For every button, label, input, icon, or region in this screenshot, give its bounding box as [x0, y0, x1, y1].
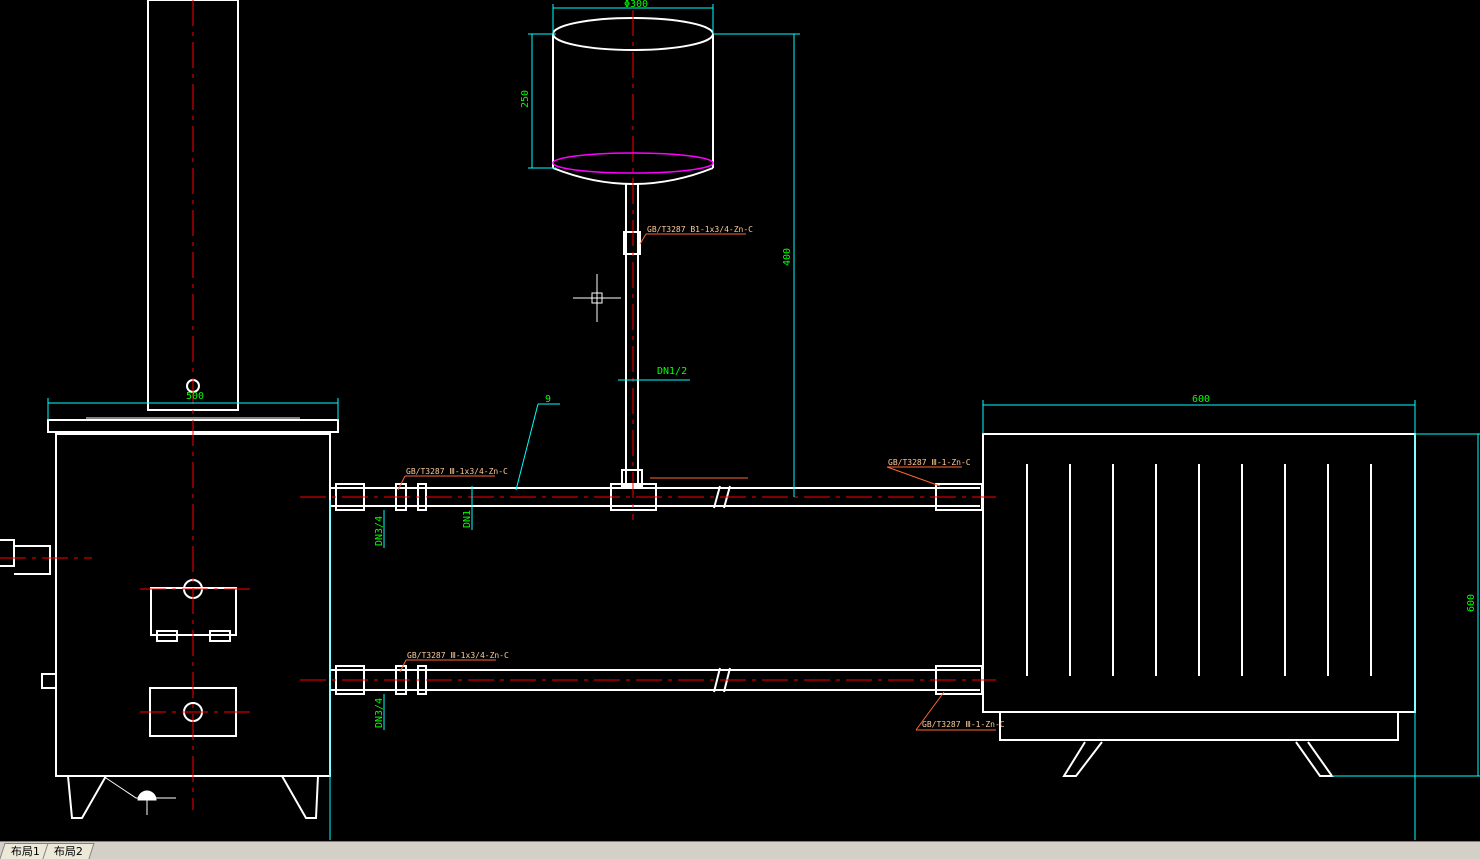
- item-nine-label: 9: [545, 394, 551, 405]
- return-right-fitting-label: GB/T3287 Ⅲ-1-Zn-C: [922, 720, 1005, 729]
- layout-tab-bar: 布局1 布局2: [0, 841, 1480, 859]
- dim-tank-height-text: 250: [520, 90, 531, 108]
- dimension-layer: [47, 4, 1480, 840]
- thermometer-icon: [137, 790, 157, 801]
- dim-radiator-height-text: 600: [1466, 594, 1477, 612]
- radiator-base: [999, 711, 1399, 741]
- supply-outlet-size-label: DN3/4: [374, 516, 385, 546]
- cad-drawing: Φ300 250 400 500 600 600 9 DN1/2 DN1 DN3…: [0, 0, 1480, 840]
- dim-radiator-width-text: 600: [1192, 394, 1210, 405]
- stove-leg-right: [281, 775, 319, 819]
- stove-drain-valve: [0, 539, 51, 575]
- cursor-crosshair: [573, 274, 621, 322]
- leader-layer: [397, 233, 996, 731]
- dim-tank-elevation-text: 400: [782, 248, 793, 266]
- stove-leg-left: [67, 775, 107, 819]
- tank-tee-label: GB/T3287 B1-1x3/4-Zn-C: [647, 225, 753, 234]
- thermometer-leader: [105, 777, 176, 799]
- riser-coupling: [623, 231, 641, 255]
- stove-side-nozzle: [41, 673, 57, 689]
- cad-drawing-viewport[interactable]: Φ300 250 400 500 600 600 9 DN1/2 DN1 DN3…: [0, 0, 1480, 841]
- riser-tee-branch: [621, 469, 643, 487]
- return-inlet-size-label: DN3/4: [374, 698, 385, 728]
- centerline-layer: [0, 0, 996, 810]
- dimension-text-layer: Φ300 250 400 500 600 600 9 DN1/2 DN1 DN3…: [186, 0, 1477, 728]
- expansion-tank-walls: [552, 34, 714, 168]
- dim-stove-width-text: 500: [186, 391, 204, 402]
- symbol-layer: [86, 417, 300, 815]
- tab-layout-2[interactable]: 布局2: [42, 843, 95, 859]
- supply-right-fitting-label: GB/T3287 Ⅲ-1-Zn-C: [888, 458, 971, 467]
- radiator-fins: [1026, 464, 1372, 676]
- fire-door-hinge: [156, 630, 178, 642]
- return-left-fitting-label: GB/T3287 Ⅲ-1x3/4-Zn-C: [407, 651, 509, 660]
- radiator-foot-left: [1062, 741, 1103, 777]
- supply-pipe-size-label: DN1: [462, 510, 473, 528]
- radiator-foot-right: [1295, 741, 1334, 777]
- geometry-layer: [0, 0, 1416, 819]
- dim-tank-diameter-text: Φ300: [624, 0, 648, 10]
- fire-door-hinge: [209, 630, 231, 642]
- annotation-text-layer: GB/T3287 Ⅲ-1x3/4-Zn-C GB/T3287 B1-1x3/4-…: [406, 225, 1005, 729]
- supply-left-fitting-label: GB/T3287 Ⅲ-1x3/4-Zn-C: [406, 467, 508, 476]
- tank-bottom-ellipse: [552, 152, 714, 174]
- expansion-pipe-size-label: DN1/2: [657, 366, 687, 377]
